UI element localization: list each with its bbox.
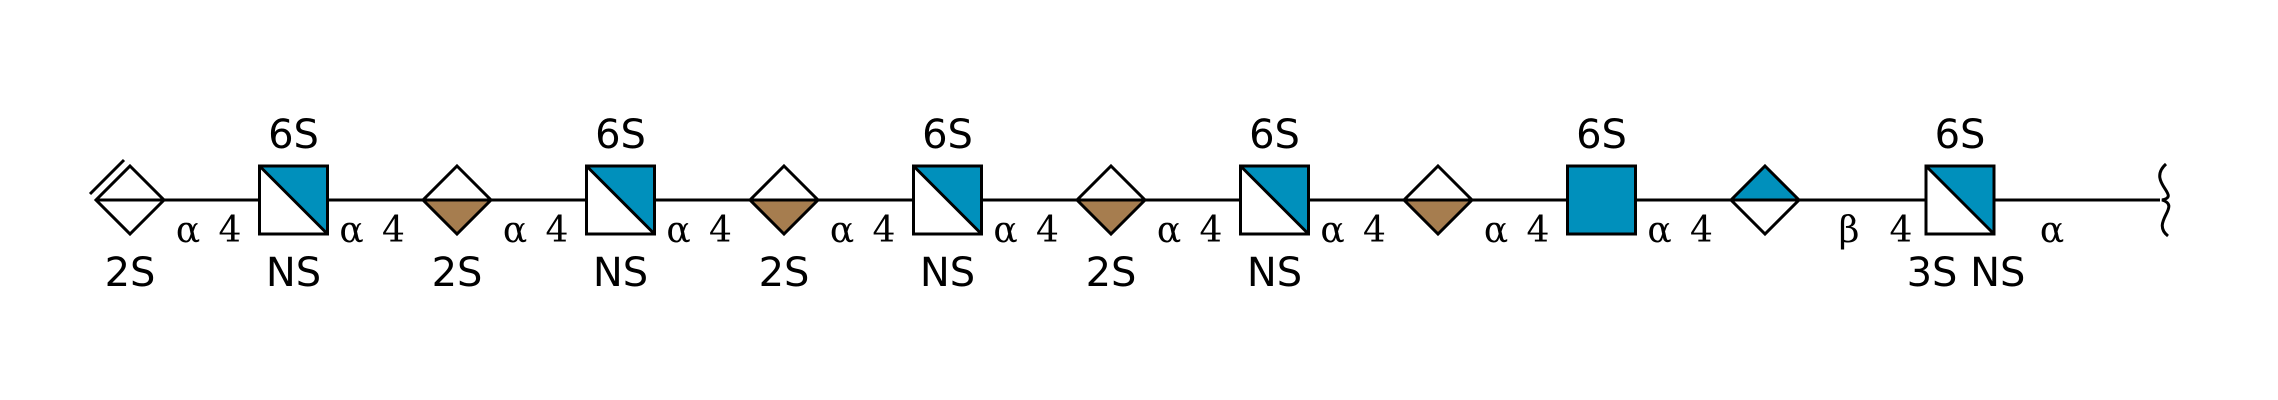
square-diagonal [912, 164, 983, 236]
diamond-blue-half [1731, 166, 1799, 200]
linkage-3-position: 4 [546, 210, 569, 251]
square-fill [1566, 164, 1637, 236]
square-diagonal [1924, 164, 1996, 236]
residue-4-label-above: 6S [595, 112, 646, 158]
linkage-9-position: 4 [1527, 210, 1550, 251]
square-outline [1239, 164, 1310, 236]
square-diagonal [1239, 164, 1310, 236]
residue-2-label-below: NS [266, 250, 321, 296]
linkage-7-position: 4 [1200, 210, 1223, 251]
linkage-4-position: 4 [709, 210, 732, 251]
diamond-tan-half [750, 200, 818, 234]
diamond-tan-half [1077, 200, 1145, 234]
residue-2-label-above: 6S [268, 112, 319, 158]
residue-6-square-diagonal-blue [912, 164, 983, 236]
linkage-11-position: 4 [1890, 210, 1913, 251]
square-diagonal [585, 164, 656, 236]
linkage-11-anomer: β [1839, 210, 1860, 251]
residue-3-label-below: 2S [432, 250, 483, 296]
linkage-8-anomer: α [1320, 210, 1344, 251]
residue-8-label-below: NS [1247, 250, 1302, 296]
square-diagonal [258, 164, 329, 236]
residue-10-square-full-blue [1566, 164, 1637, 236]
residue-2-square-diagonal-blue [258, 164, 329, 236]
diamond-outline [747, 163, 821, 237]
residue-8-square-diagonal-blue [1239, 164, 1310, 236]
residue-6-label-below: NS [920, 250, 975, 296]
linkage-8-position: 4 [1363, 210, 1386, 251]
linkage-1-anomer: α [176, 210, 200, 251]
residue-12-label-below: 3S NS [1907, 250, 2026, 296]
residue-8-label-above: 6S [1249, 112, 1300, 158]
linkage-10-anomer: α [1647, 210, 1671, 251]
reducing-end-bracket [2158, 162, 2171, 238]
residue-1-diamond-half-none [88, 158, 167, 237]
diamond-outline [1728, 163, 1802, 237]
square-outline [258, 164, 329, 236]
unsaturation-double-bond-mark [88, 158, 126, 196]
residue-6-label-above: 6S [922, 112, 973, 158]
square-outline [912, 164, 983, 236]
diamond-outline [1401, 163, 1475, 237]
substituent-labels: 2S 6S NS 2S 6S NS 2S 6S NS 2S 6S NS 6S 6S 3S NS [105, 112, 2026, 296]
residue-12-label-above: 6S [1935, 112, 1986, 158]
linkage-1-position: 4 [219, 210, 242, 251]
square-outline [585, 164, 656, 236]
diamond-outline [93, 163, 167, 237]
residue-11-diamond-top-blue [1728, 163, 1802, 237]
diamond-outline [1074, 163, 1148, 237]
residue-4-label-below: NS [593, 250, 648, 296]
linkage-2-position: 4 [382, 210, 405, 251]
residue-1-label-below: 2S [105, 250, 156, 296]
linkage-2-anomer: α [339, 210, 363, 251]
diamond-tan-half [1404, 200, 1472, 234]
linkage-5-anomer: α [830, 210, 854, 251]
residue-12-square-diagonal-blue [1924, 164, 1996, 236]
residue-10-label-above: 6S [1576, 112, 1627, 158]
linkage-4-anomer: α [666, 210, 690, 251]
residue-7-label-below: 2S [1086, 250, 1137, 296]
residue-5-label-below: 2S [759, 250, 810, 296]
linkage-7-anomer: α [1157, 210, 1181, 251]
residue-5-diamond-bottom-tan [747, 163, 821, 237]
linkage-9-anomer: α [1484, 210, 1508, 251]
linkage-3-anomer: α [503, 210, 527, 251]
reducing-end-anomer: α [2040, 210, 2064, 251]
linkage-6-position: 4 [1036, 210, 1059, 251]
diamond-outline [420, 163, 494, 237]
linkage-10-position: 4 [1690, 210, 1713, 251]
linkage-6-anomer: α [993, 210, 1017, 251]
residue-9-diamond-bottom-tan [1401, 163, 1475, 237]
monosaccharide-residues [88, 158, 1996, 237]
residue-4-square-diagonal-blue [585, 164, 656, 236]
linkage-5-position: 4 [873, 210, 896, 251]
residue-7-diamond-bottom-tan [1074, 163, 1148, 237]
residue-3-diamond-bottom-tan [420, 163, 494, 237]
diamond-tan-half [423, 200, 491, 234]
square-outline [1924, 164, 1996, 236]
